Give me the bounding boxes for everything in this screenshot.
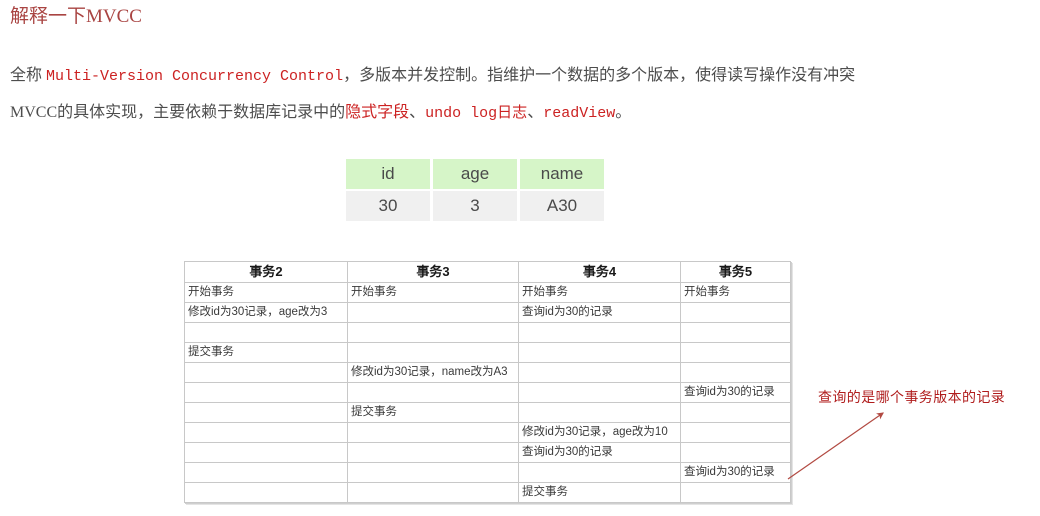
transaction-table-cell — [518, 362, 681, 383]
transaction-table-cell: 查询id为30的记录 — [518, 442, 681, 463]
text-segment-6: 。 — [615, 104, 632, 121]
transaction-table-header-cell: 事务4 — [518, 261, 681, 283]
transaction-table-cell — [518, 402, 681, 423]
transaction-table-header-cell: 事务5 — [680, 261, 791, 283]
transaction-table-cell: 修改id为30记录，age改为3 — [184, 302, 348, 323]
text-segment-1: Multi-Version Concurrency Control — [46, 68, 344, 85]
transaction-table-cell — [518, 322, 681, 343]
paragraph-block: 全称 Multi-Version Concurrency Control，多版本… — [10, 58, 1035, 132]
transaction-table-header-cell: 事务2 — [184, 261, 348, 283]
transaction-table-cell — [680, 402, 791, 423]
table-row: 提交事务 — [184, 402, 791, 423]
text-segment-3: undo log日志 — [425, 105, 528, 122]
paragraph-1: 全称 Multi-Version Concurrency Control，多版本… — [10, 58, 1035, 95]
table-row — [184, 322, 791, 343]
transaction-table-cell: 开始事务 — [518, 282, 681, 303]
table-row: 修改id为30记录，age改为10 — [184, 422, 791, 443]
text-segment-1: 隐式字段 — [345, 104, 410, 121]
transaction-table-cell — [347, 322, 519, 343]
transaction-table-cell — [518, 382, 681, 403]
transaction-table-cell: 提交事务 — [518, 482, 681, 503]
text-segment-0: MVCC的具体实现，主要依赖于数据库记录中的 — [10, 104, 346, 121]
transaction-table-cell — [347, 462, 519, 483]
transaction-table-cell: 提交事务 — [184, 342, 348, 363]
transaction-table-cell — [347, 302, 519, 323]
text-segment-0: 全称 — [10, 67, 47, 84]
record-table-cell: 3 — [433, 191, 517, 221]
transaction-table-cell — [347, 482, 519, 503]
transaction-table-cell — [347, 442, 519, 463]
table-row: 查询id为30的记录 — [184, 442, 791, 463]
record-table-header-cell: name — [520, 159, 604, 189]
transaction-table-cell: 查询id为30的记录 — [680, 462, 791, 483]
record-table-header-cell: age — [433, 159, 517, 189]
transaction-table-cell: 修改id为30记录，age改为10 — [518, 422, 681, 443]
annotation-label: 查询的是哪个事务版本的记录 — [818, 389, 1006, 405]
table-row: 查询id为30的记录 — [184, 382, 791, 403]
table-row: 提交事务 — [184, 482, 791, 503]
transaction-table-cell — [184, 322, 348, 343]
transaction-table-cell — [680, 422, 791, 443]
transaction-table-cell — [680, 482, 791, 503]
transaction-table-cell: 查询id为30的记录 — [680, 382, 791, 403]
record-table-header-cell: id — [346, 159, 430, 189]
transaction-table-cell — [518, 462, 681, 483]
transaction-table-cell — [184, 482, 348, 503]
transaction-table-cell — [184, 442, 348, 463]
record-table-cell: 30 — [346, 191, 430, 221]
transaction-table-cell — [680, 362, 791, 383]
table-row: 查询id为30的记录 — [184, 462, 791, 483]
transaction-table-cell: 开始事务 — [184, 282, 348, 303]
transaction-table-cell — [184, 462, 348, 483]
transaction-table-cell: 开始事务 — [680, 282, 791, 303]
transaction-table-cell: 提交事务 — [347, 402, 519, 423]
transaction-table-cell — [680, 442, 791, 463]
table-row: 修改id为30记录，age改为3 查询id为30的记录 — [184, 302, 791, 323]
table-row: 修改id为30记录，name改为A3 — [184, 362, 791, 383]
table-row: 开始事务开始事务开始事务开始事务 — [184, 282, 791, 303]
transaction-table-cell: 开始事务 — [347, 282, 519, 303]
transaction-table-cell — [680, 342, 791, 363]
text-segment-2: ，多版本并发控制。指维护一个数据的多个版本，使得读写操作没有冲突 — [343, 67, 856, 84]
transaction-table-cell — [184, 382, 348, 403]
transaction-table-cell: 查询id为30的记录 — [518, 302, 681, 323]
transaction-table-cell — [680, 302, 791, 323]
transaction-table-cell — [184, 422, 348, 443]
record-table-cell: A30 — [520, 191, 604, 221]
annotation-arrow-icon — [787, 412, 884, 480]
transaction-table-cell — [347, 382, 519, 403]
page-title: 解释一下MVCC — [10, 6, 142, 27]
transaction-table-cell — [184, 362, 348, 383]
transaction-table-cell — [347, 422, 519, 443]
transaction-table-cell: 修改id为30记录，name改为A3 — [347, 362, 519, 383]
paragraph-2: MVCC的具体实现，主要依赖于数据库记录中的隐式字段、undo log日志、re… — [10, 95, 1035, 132]
transaction-table-cell — [680, 322, 791, 343]
transaction-table-header-cell: 事务3 — [347, 261, 519, 283]
text-segment-4: 、 — [527, 104, 544, 121]
table-row: 提交事务 — [184, 342, 791, 363]
text-segment-2: 、 — [409, 104, 426, 121]
transaction-table-cell — [518, 342, 681, 363]
transaction-table-cell — [184, 402, 348, 423]
transaction-table-cell — [347, 342, 519, 363]
text-segment-5: readView — [543, 105, 616, 122]
